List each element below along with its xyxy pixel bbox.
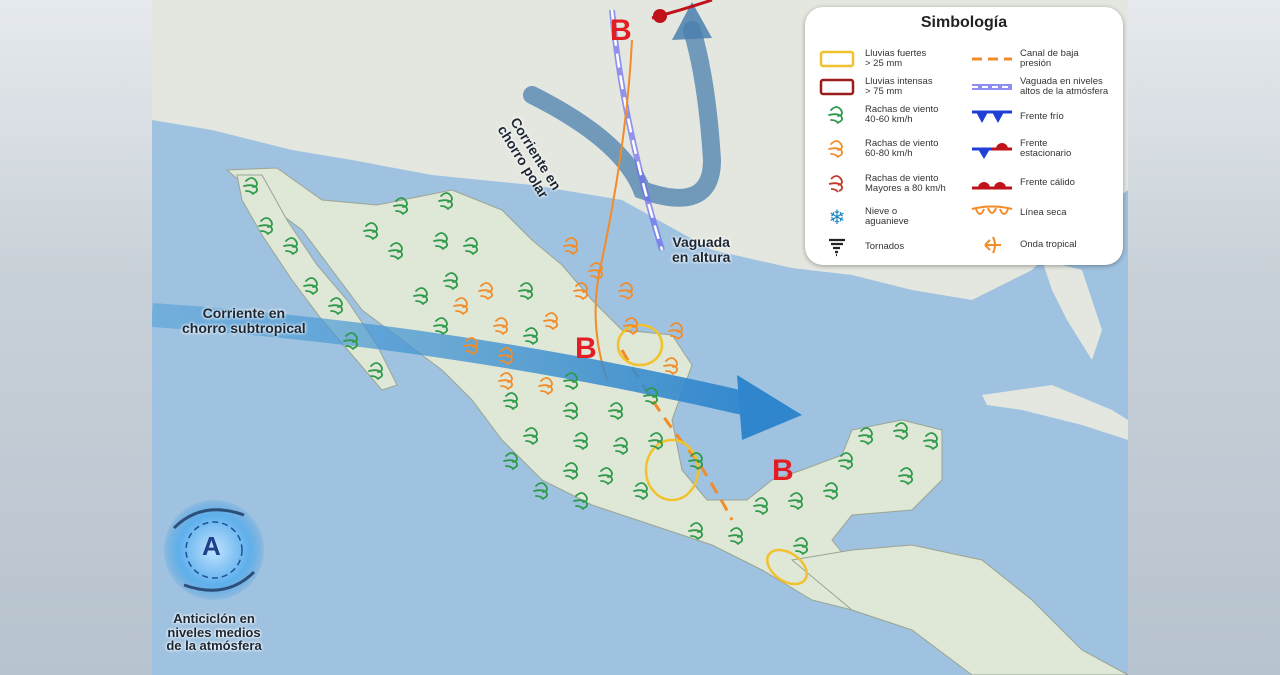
wind-green-icon: [828, 106, 844, 124]
low-pressure-yucatan: B: [772, 454, 794, 487]
legend-item-onda-tropical: Onda tropical: [970, 233, 1077, 257]
right-margin: [1128, 0, 1280, 675]
legend-item-nieve: ❄ Nieve o aguanieve: [828, 205, 909, 229]
left-margin: [0, 0, 152, 675]
wind-orange-icon: [828, 140, 844, 158]
rain-oval-ne: [616, 323, 664, 367]
central-america: [790, 544, 1128, 675]
tornado-icon: [829, 238, 845, 257]
dry-line: [594, 39, 633, 381]
legend-item-lluvias-fuertes: Lluvias fuertes > 25 mm: [815, 47, 926, 71]
legend-item-vaguada: Vaguada en niveles altos de la atmósfera: [970, 75, 1108, 99]
dry-line-icon: [971, 205, 1013, 215]
tropical-wave-icon: [984, 236, 1001, 254]
high-arrow-top: [172, 508, 245, 530]
high-pressure-symbol: A: [202, 531, 221, 561]
legend-item-rachas-80: Rachas de viento Mayores a 80 km/h: [815, 172, 946, 196]
high-pressure-blob: [164, 500, 264, 600]
low-pressure-center: B: [575, 332, 597, 365]
legend-item-linea-seca: Línea seca: [970, 201, 1066, 225]
snowflake-icon: ❄: [828, 206, 846, 229]
cuba: [982, 385, 1128, 440]
dashed-blue-line-icon: [972, 84, 1012, 90]
florida: [1042, 260, 1102, 360]
trough-label: Vaguada en altura: [672, 234, 731, 265]
subtropical-jet-label: Corriente en chorro subtropical: [182, 305, 306, 336]
stationary-front-icon: [972, 143, 1012, 159]
warm-front-bump: [653, 9, 667, 23]
legend-item-frente-estacionario: Frente estacionario: [970, 137, 1071, 161]
warm-front-icon: [972, 182, 1012, 190]
subtropical-jet-head: [737, 375, 802, 440]
cold-front-icon: [972, 110, 1012, 123]
wind-red-icon: [828, 175, 844, 193]
legend-item-canal: Canal de baja presión: [970, 47, 1079, 71]
anticyclone-label: Anticiclón en niveles medios de la atmós…: [166, 611, 262, 654]
subtropical-jet-arrow: [152, 303, 755, 417]
yellow-box-icon: [819, 50, 855, 68]
high-arrow-bottom: [183, 570, 256, 592]
legend-item-rachas-40-60: Rachas de viento 40-60 km/h: [815, 103, 938, 127]
legend-item-rachas-60-80: Rachas de viento 60-80 km/h: [815, 137, 938, 161]
legend-title: Simbología: [920, 14, 1008, 31]
rain-oval-south: [766, 548, 808, 586]
red-box-icon: [819, 78, 855, 96]
legend-panel: Simbología Lluvias fuertes > 25 mm Lluvi…: [805, 7, 1123, 265]
upper-trough-dash: [610, 9, 664, 251]
legend-item-frente-calido: Frente cálido: [970, 171, 1075, 195]
legend-item-tornados: Tornados: [815, 235, 904, 259]
rain-oval-center: [644, 438, 700, 502]
dashed-orange-line-icon: [972, 57, 1012, 61]
mexico-land: [225, 167, 943, 611]
high-pressure-ring: [185, 521, 243, 579]
legend-item-lluvias-intensas: Lluvias intensas > 75 mm: [815, 75, 933, 99]
low-pressure-north: B: [610, 14, 632, 47]
polar-jet-head: [672, 2, 712, 40]
polar-jet-arrow: [523, 21, 722, 207]
legend-item-frente-frio: Frente frío: [970, 105, 1064, 129]
